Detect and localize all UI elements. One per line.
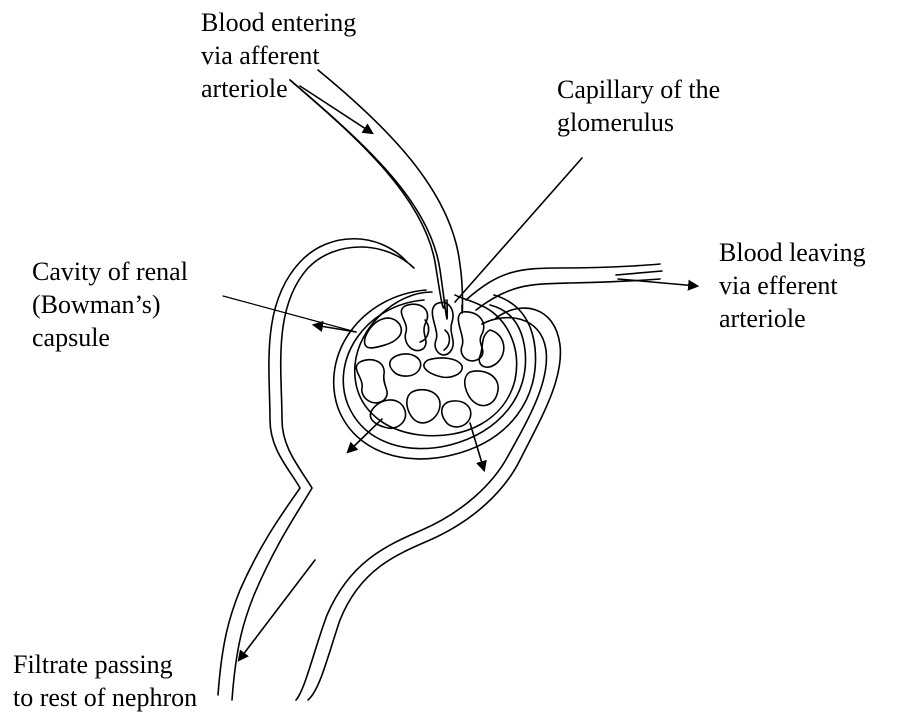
filtrate-label-line-2: to rest of nephron [13,681,197,714]
afferent-label-line-2: via afferent [201,39,356,72]
afferent-label: Blood entering via afferent arteriole [201,6,356,105]
efferent-label-line-2: via efferent [719,269,866,302]
efferent-arteriole [466,264,662,310]
filtrate-down-left-arrow [348,419,382,452]
filtrate-exit-arrow [239,560,315,660]
efferent-label: Blood leaving via efferent arteriole [719,236,866,335]
cavity-label-line-3: capsule [32,321,188,354]
efferent-label-line-3: arteriole [719,302,866,335]
cavity-label: Cavity of renal (Bowman’s) capsule [32,255,188,354]
filtrate-label-line-1: Filtrate passing [13,648,197,681]
capillary-label: Capillary of the glomerulus [557,73,720,139]
afferent-label-line-1: Blood entering [201,6,356,39]
filtrate-label: Filtrate passing to rest of nephron [13,648,197,714]
afferent-label-line-3: arteriole [201,72,356,105]
efferent-label-line-1: Blood leaving [719,236,866,269]
capillary-label-line-2: glomerulus [557,106,720,139]
filtrate-down-right-arrow [470,423,484,470]
capillary-label-line-1: Capillary of the [557,73,720,106]
efferent-flow-arrow [618,279,697,286]
capillary-leader-line [455,158,582,302]
cavity-label-line-2: (Bowman’s) [32,288,188,321]
cavity-label-line-1: Cavity of renal [32,255,188,288]
afferent-arteriole [290,70,463,319]
glomerulus-capillary-tuft [355,292,517,436]
